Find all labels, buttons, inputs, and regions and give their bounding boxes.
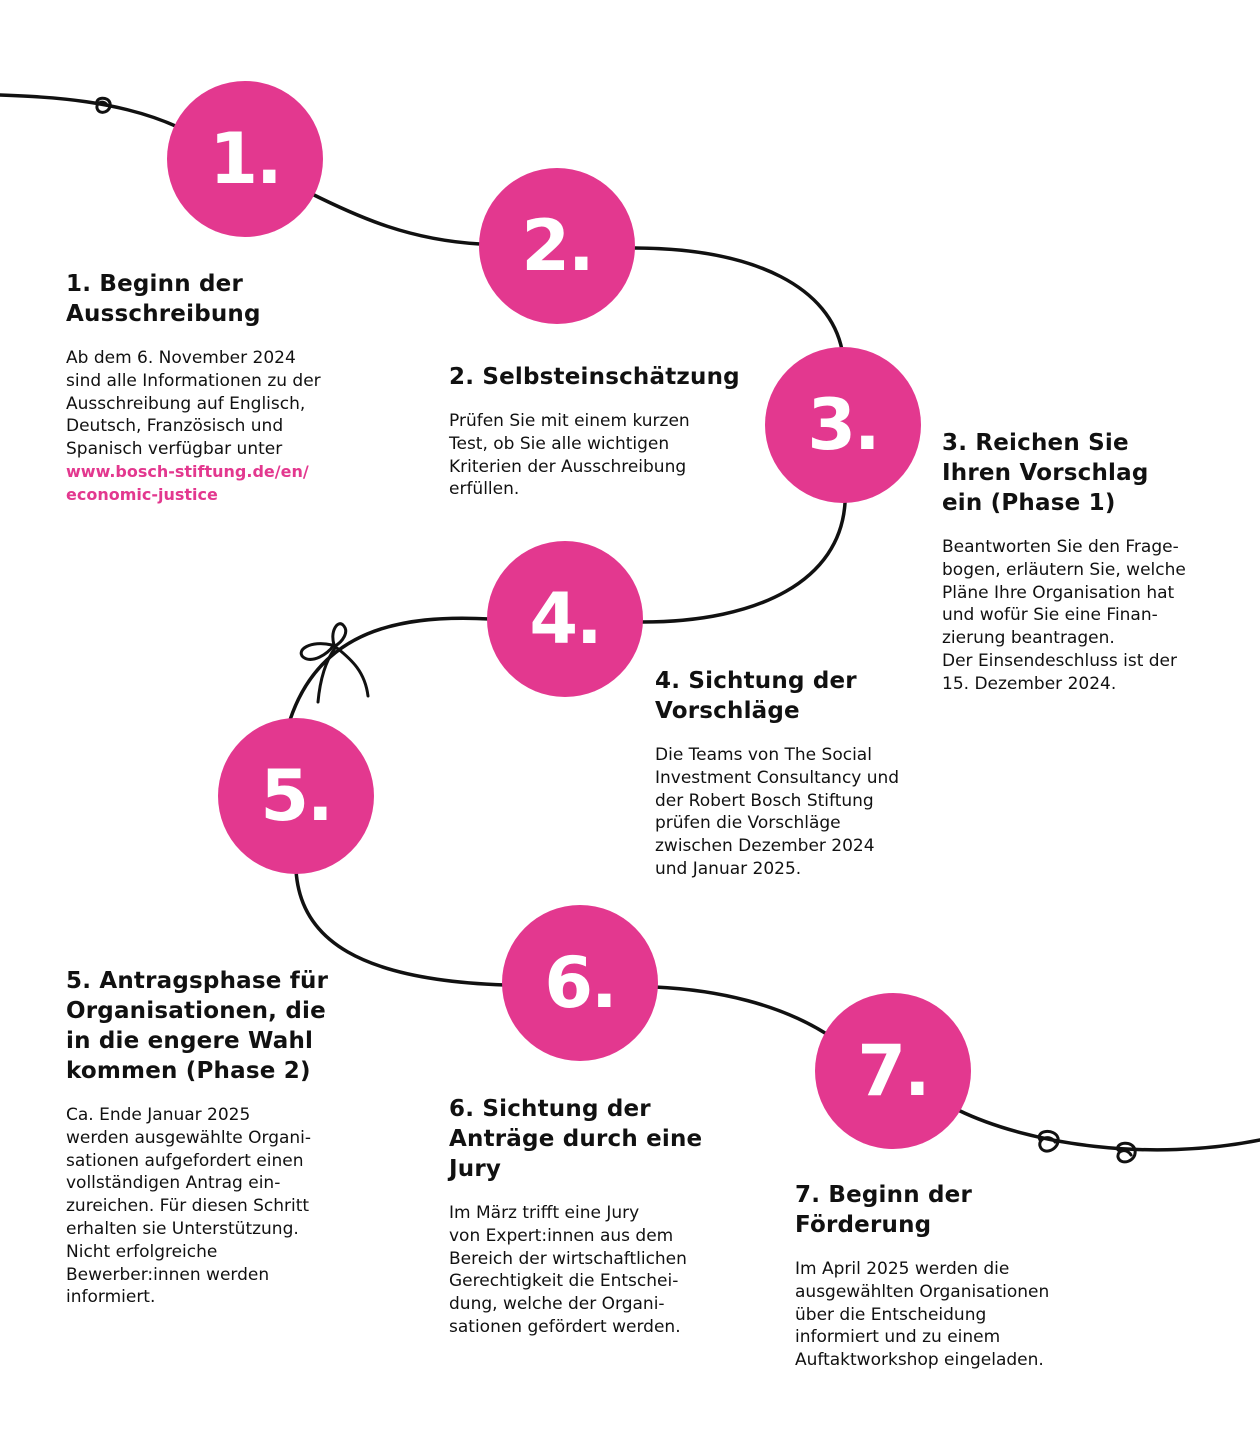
step-4-body: Die Teams von The Social Investment Cons… [655, 745, 900, 879]
step-6-title: 6. Sichtung der Anträge durch eine Jury [449, 1096, 703, 1182]
step-3-text: 3. Reichen Sie Ihren Vorschlag ein (Phas… [942, 428, 1242, 696]
step-4-text: 4. Sichtung der Vorschläge Die Teams von… [655, 666, 945, 881]
step-2-number: 2. [521, 205, 594, 287]
step-7-title: 7. Beginn der Förderung [795, 1182, 972, 1238]
step-6-number: 6. [544, 942, 617, 1024]
step-1-body: Ab dem 6. November 2024 sind alle Inform… [66, 348, 321, 460]
step-1-circle: 1. [167, 81, 323, 237]
step-3-circle: 3. [765, 347, 921, 503]
step-1-text: 1. Beginn der Ausschreibung Ab dem 6. No… [66, 269, 366, 507]
bow-decoration [299, 622, 370, 704]
step-7-number: 7. [857, 1030, 930, 1112]
step-6-circle: 6. [502, 905, 658, 1061]
step-4-circle: 4. [487, 541, 643, 697]
step-4-number: 4. [529, 578, 602, 660]
knot-decoration [95, 96, 1137, 1164]
step-4-title: 4. Sichtung der Vorschläge [655, 668, 857, 724]
step-5-body: Ca. Ende Januar 2025 werden ausgewählte … [66, 1105, 312, 1308]
step-2-circle: 2. [479, 168, 635, 324]
step-5-circle: 5. [218, 718, 374, 874]
step-7-circle: 7. [815, 993, 971, 1149]
step-7-body: Im April 2025 werden die ausgewählten Or… [795, 1259, 1050, 1371]
step-5-text: 5. Antragsphase für Organisationen, die … [66, 966, 366, 1309]
step-1-number: 1. [209, 118, 282, 200]
step-3-title: 3. Reichen Sie Ihren Vorschlag ein (Phas… [942, 430, 1149, 516]
step-7-text: 7. Beginn der Förderung Im April 2025 we… [795, 1180, 1105, 1372]
step-3-body: Beantworten Sie den Frage- bogen, erläut… [942, 537, 1186, 694]
step-5-number: 5. [260, 755, 333, 837]
step-2-text: 2. Selbsteinschätzung Prüfen Sie mit ein… [449, 362, 749, 501]
step-6-text: 6. Sichtung der Anträge durch eine Jury … [449, 1094, 749, 1339]
step-1-link[interactable]: www.bosch-stiftung.de/en/ economic-justi… [66, 461, 309, 504]
step-3-number: 3. [807, 384, 880, 466]
step-2-title: 2. Selbsteinschätzung [449, 364, 740, 390]
step-2-body: Prüfen Sie mit einem kurzen Test, ob Sie… [449, 411, 690, 500]
step-1-title: 1. Beginn der Ausschreibung [66, 271, 261, 327]
step-6-body: Im März trifft eine Jury von Expert:inne… [449, 1203, 687, 1337]
string-line [0, 93, 1260, 1152]
step-5-title: 5. Antragsphase für Organisationen, die … [66, 968, 329, 1084]
